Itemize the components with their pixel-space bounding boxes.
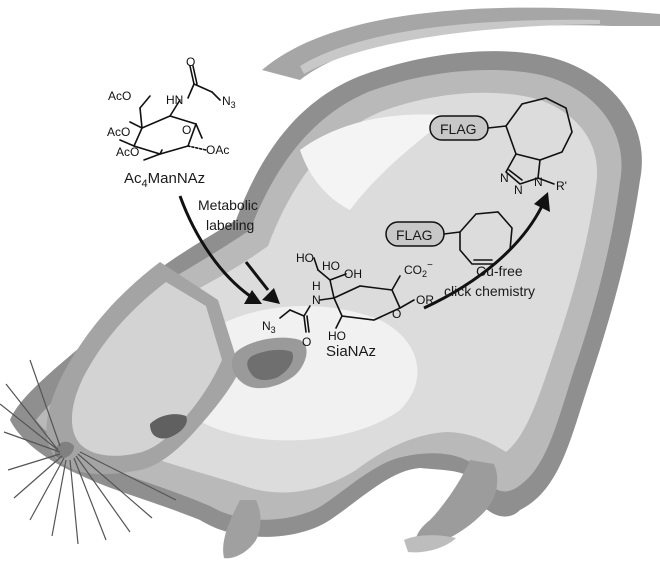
or-label: OR bbox=[416, 293, 434, 307]
metabolic-labeling-arrows: Metabolic labeling bbox=[178, 195, 280, 304]
triazole-n2: N bbox=[514, 183, 523, 197]
sia-ho-label: HO bbox=[296, 251, 314, 265]
sia-azide-label: N3 bbox=[262, 319, 276, 335]
metabolic-label-line1: Metabolic bbox=[198, 197, 258, 213]
mouse-illustration bbox=[0, 7, 660, 559]
mouse-hindleg bbox=[415, 460, 498, 548]
labeling-arrowhead-1 bbox=[244, 290, 262, 304]
sianaz-name: SiaNAz bbox=[326, 343, 376, 360]
sia-nh-label: N bbox=[312, 293, 321, 307]
nh-label: HN bbox=[166, 93, 183, 107]
labeling-arrow-2 bbox=[244, 261, 270, 291]
azide-label: N3 bbox=[222, 94, 236, 110]
triazole-n3: N bbox=[534, 175, 543, 189]
sia-ho-label-3: HO bbox=[328, 329, 346, 343]
acetoxy-label-1: AcO bbox=[108, 89, 131, 103]
sia-h-label: H bbox=[312, 279, 321, 293]
ac4mannaz-structure: AcO AcO AcO HN O N3 O OAc Ac4ManNAz bbox=[107, 55, 236, 190]
carbonyl-oxygen-label: O bbox=[186, 55, 195, 69]
metabolic-label-line2: labeling bbox=[206, 217, 254, 233]
acetoxy-label-2: AcO bbox=[107, 125, 130, 139]
ac4mannaz-name: Ac4ManNAz bbox=[124, 170, 205, 190]
sia-ring-oxygen: O bbox=[392, 307, 401, 321]
click-label-line1: Cu-free bbox=[476, 263, 523, 279]
sia-ho-label-2: HO bbox=[322, 259, 340, 273]
mouse-foreleg bbox=[223, 500, 261, 559]
anomeric-oac-label: OAc bbox=[206, 143, 229, 157]
mouse-highlight bbox=[300, 114, 450, 210]
acetoxy-label-3: AcO bbox=[116, 145, 139, 159]
click-chemistry-arrow: Cu-free click chemistry bbox=[423, 192, 550, 310]
sia-oh-label: OH bbox=[344, 267, 362, 281]
triazole-n1: N bbox=[500, 171, 509, 185]
click-label-line2: click chemistry bbox=[444, 283, 535, 299]
mouse-ear-inner bbox=[247, 349, 294, 380]
mouse-hindfoot bbox=[404, 535, 456, 553]
product-flag-label: FLAG bbox=[440, 121, 477, 137]
mouse-head-light bbox=[71, 282, 222, 456]
mouse-whiskers bbox=[0, 359, 177, 545]
sianaz-structure: HO HO OH CO2− OR O N H HO O N3 SiaNAz bbox=[262, 251, 434, 360]
mouse-tail-light bbox=[300, 19, 600, 74]
labeling-arrowhead-2 bbox=[262, 288, 280, 304]
flag-cyclooctyne-probe: FLAG bbox=[385, 211, 513, 265]
flag-triazole-product: FLAG N N N R' bbox=[429, 97, 573, 197]
probe-flag-label: FLAG bbox=[396, 227, 433, 243]
carboxylate-label: CO2− bbox=[404, 260, 433, 279]
ring-oxygen-label: O bbox=[182, 123, 191, 137]
mouse-eye bbox=[150, 414, 187, 439]
sia-carbonyl-oxygen: O bbox=[302, 335, 311, 349]
labeling-arrow-1 bbox=[178, 195, 251, 298]
triazole-r-prime: R' bbox=[556, 179, 567, 193]
mouse-tail bbox=[262, 7, 660, 80]
